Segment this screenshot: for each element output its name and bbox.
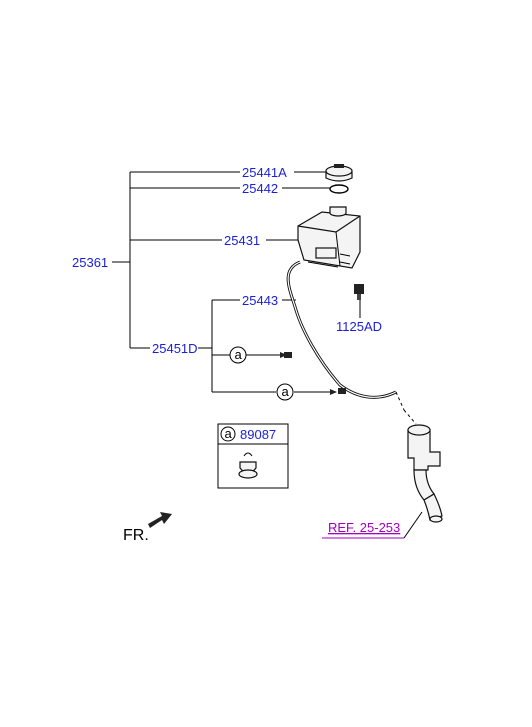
legend-callout-label-a: a (225, 426, 233, 441)
part-number-25451d: 25451D (152, 341, 198, 356)
part-number-25361: 25361 (72, 255, 108, 270)
part-number-25443: 25443 (242, 293, 278, 308)
front-direction-arrow (148, 512, 172, 528)
part-number-25442: 25442 (242, 181, 278, 196)
part-number-25431: 25431 (224, 233, 260, 248)
mounting-bolt (354, 284, 364, 300)
clip-legend-box (217, 423, 289, 489)
cap-gasket (329, 184, 349, 194)
callout-circle-a-1 (229, 346, 247, 364)
reservoir-cap (325, 164, 353, 182)
reference-link[interactable]: REF. 25-253 (328, 520, 400, 535)
callout-circle-a-2 (276, 383, 294, 401)
hose-clip-upper (284, 352, 292, 358)
washer-hose (284, 260, 417, 425)
part-number-1125ad: 1125AD (336, 319, 382, 334)
reservoir-tank (297, 206, 361, 269)
part-number-25441a: 25441A (242, 165, 287, 180)
front-direction-label: FR. (123, 527, 149, 544)
callout-label-a-1: a (235, 347, 243, 362)
hose-clip-lower (338, 388, 346, 394)
hose-connector (407, 424, 443, 523)
callout-label-a-2: a (282, 384, 290, 399)
leader-lines (112, 171, 423, 539)
part-number-89087: 89087 (240, 427, 276, 442)
